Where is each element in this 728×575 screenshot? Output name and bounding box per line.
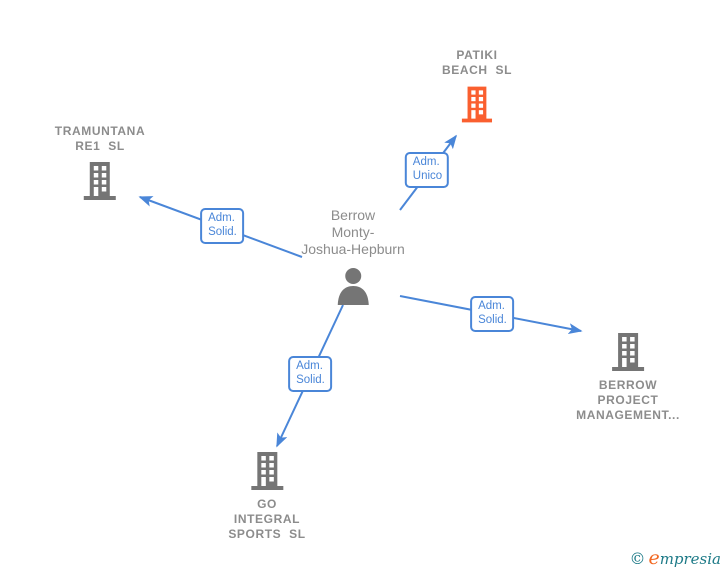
brand-letter-e: e — [648, 547, 660, 569]
edge-label-adm-unico-patiki: Adm.Unico — [404, 152, 450, 188]
empresia-logo[interactable]: ©empresia — [629, 547, 721, 569]
building-icon — [611, 333, 645, 371]
building-icon — [250, 452, 284, 490]
edge-label-adm-solid-berrow: Adm.Solid. — [470, 296, 514, 332]
copyright-symbol: © — [629, 549, 646, 568]
building-icon — [83, 162, 117, 200]
edge-label-adm-solid-tramuntana: Adm.Solid. — [200, 208, 244, 244]
person-icon — [334, 267, 372, 307]
edge-label-adm-solid-go: Adm.Solid. — [288, 356, 332, 392]
building-icon — [461, 86, 493, 123]
brand-text: mpresia — [659, 550, 721, 568]
